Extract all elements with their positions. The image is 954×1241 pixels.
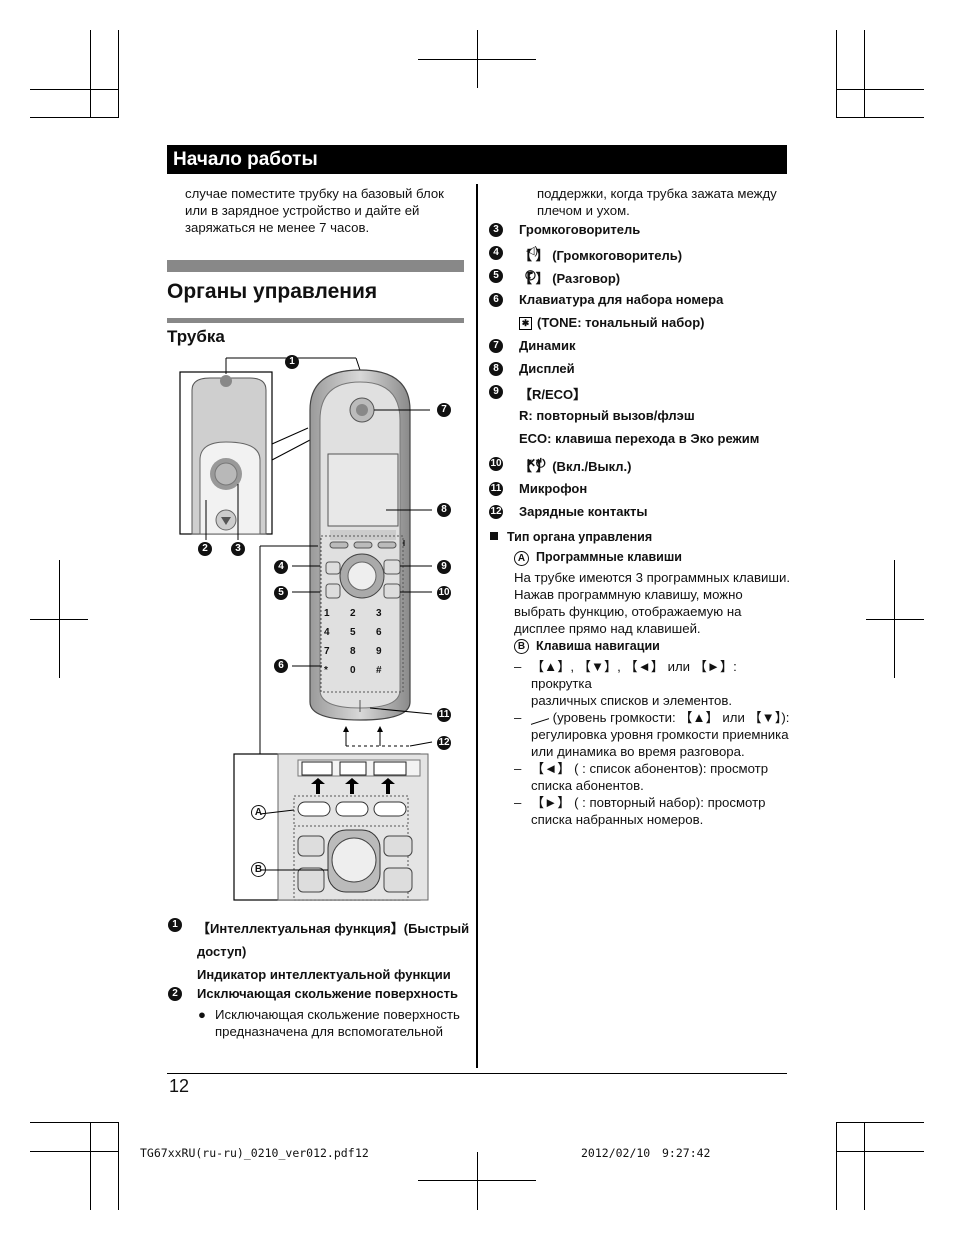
key-star: * <box>324 665 328 676</box>
crop-mark <box>90 1122 91 1210</box>
marker-9: 9 <box>437 560 451 574</box>
key-9: 9 <box>376 646 382 657</box>
marker-3: 3 <box>231 542 245 556</box>
marker-a: A <box>251 805 266 820</box>
square-bullet <box>490 532 498 540</box>
marker-11: 11 <box>437 708 451 722</box>
section-title: Органы управления <box>167 280 378 303</box>
key-2: 2 <box>350 608 356 619</box>
key-8: 8 <box>350 646 356 657</box>
page-number: 12 <box>169 1076 190 1096</box>
section-bar-bottom <box>167 318 464 323</box>
item-1: 【Интеллектуальная функция】(Быстрый досту… <box>197 921 470 982</box>
right-continuation: поддержки, когда трубка зажата между пле… <box>537 186 777 218</box>
footer-date: 2012/02/10 <box>581 1146 651 1160</box>
crop-mark <box>836 1122 924 1123</box>
crop-mark <box>30 1151 118 1152</box>
marker-12: 12 <box>437 736 451 750</box>
footer-time: 9:27:42 <box>662 1146 711 1160</box>
marker-4: 4 <box>274 560 288 574</box>
key-1: 1 <box>324 608 330 619</box>
column-divider <box>476 184 478 1068</box>
volume-icon <box>531 710 549 725</box>
crop-mark <box>836 1122 837 1210</box>
crop-mark <box>836 89 924 90</box>
crop-mark <box>418 59 536 60</box>
crop-mark <box>477 1152 478 1210</box>
marker-5: 5 <box>274 586 288 600</box>
keypad: 1 2 3 4 5 6 7 8 9 * 0 # <box>324 608 402 676</box>
crop-mark <box>118 30 119 118</box>
footer-file: TG67xxRU(ru-ru)_0210_ver012.pdf <box>140 1146 355 1160</box>
crop-mark <box>864 1122 865 1210</box>
crop-mark <box>30 1122 118 1123</box>
bullet-dot: ● <box>198 1007 206 1022</box>
b-title: Клавиша навигации <box>536 639 660 653</box>
marker-2: 2 <box>198 542 212 556</box>
marker-7: 7 <box>437 403 451 417</box>
intro-text: случае поместите трубку на базовый блок … <box>185 186 444 235</box>
crop-mark <box>864 30 865 118</box>
crop-mark <box>836 30 837 118</box>
speaker-icon: ◁) <box>526 245 539 257</box>
marker-b: B <box>251 862 266 877</box>
crop-mark <box>30 89 118 90</box>
item-1-marker: 1 <box>168 918 182 932</box>
crop-mark <box>836 117 924 118</box>
subsection-title: Трубка <box>167 327 225 346</box>
item-2-marker: 2 <box>168 987 182 1001</box>
key-6: 6 <box>376 627 382 638</box>
crop-mark <box>866 619 924 620</box>
crop-mark <box>418 1180 536 1181</box>
talk-icon: ✆ <box>525 268 536 283</box>
crop-mark <box>30 117 118 118</box>
tone-key-icon: ✱ <box>519 317 532 330</box>
key-4: 4 <box>324 627 330 638</box>
type-title: Тип органа управления <box>507 530 653 544</box>
key-hash: # <box>376 665 382 676</box>
crop-mark <box>30 619 88 620</box>
section-bar-top <box>167 260 464 272</box>
footer-page: 12 <box>355 1146 369 1160</box>
bottom-rule <box>167 1073 787 1074</box>
key-7: 7 <box>324 646 330 657</box>
off-power-icon: ✕⏻ <box>526 456 546 470</box>
b-marker: B <box>514 639 529 654</box>
key-0: 0 <box>350 665 356 676</box>
a-text: На трубке имеются 3 программных клавиши.… <box>514 570 790 636</box>
marker-6: 6 <box>274 659 288 673</box>
marker-10: 10 <box>437 586 451 600</box>
item-2: Исключающая скольжение поверхность <box>197 986 458 1001</box>
crop-mark <box>836 1151 924 1152</box>
chapter-header: Начало работы <box>167 145 787 174</box>
marker-8: 8 <box>437 503 451 517</box>
crop-mark <box>118 1122 119 1210</box>
a-marker: A <box>514 551 529 566</box>
crop-mark <box>90 30 91 118</box>
key-5: 5 <box>350 627 356 638</box>
bullet-text: Исключающая скольжение поверхность предн… <box>215 1007 460 1039</box>
handset-figure <box>179 357 433 901</box>
a-title: Программные клавиши <box>536 550 682 564</box>
key-3: 3 <box>376 608 382 619</box>
marker-1: 1 <box>285 355 299 369</box>
